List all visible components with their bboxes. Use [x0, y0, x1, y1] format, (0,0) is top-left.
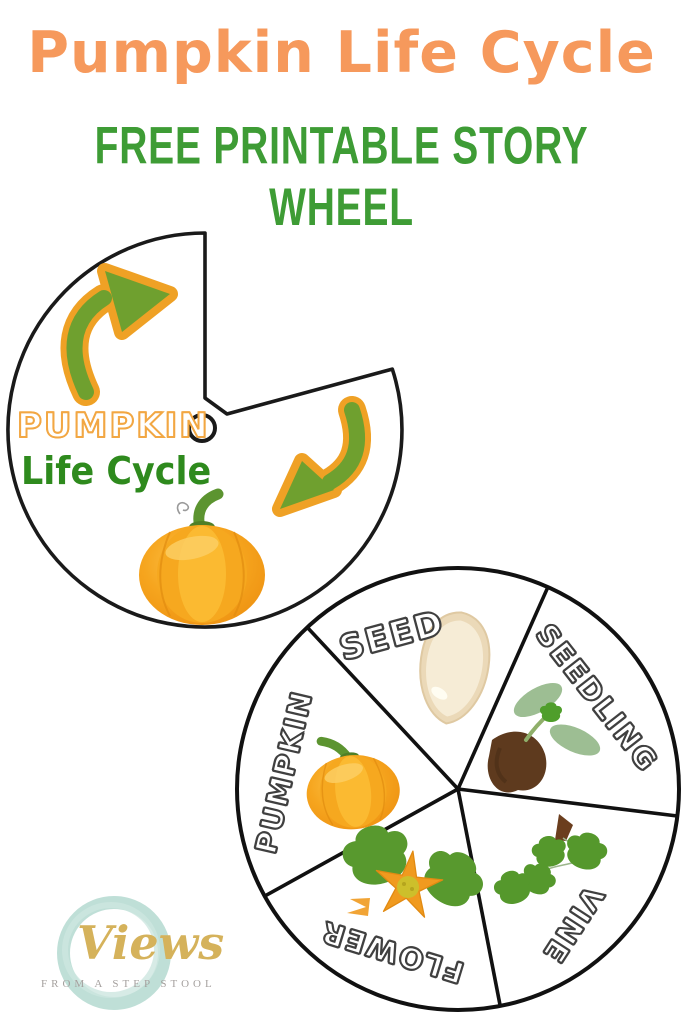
cover-wheel-title-life-cycle: Life Cycle: [21, 449, 212, 493]
watermark-logo: Views FROM A STEP STOOL: [41, 878, 265, 1024]
pumpkin-seed-icon: [419, 611, 491, 725]
watermark-tagline: FROM A STEP STOOL: [41, 978, 216, 990]
seedling-icon: [487, 682, 601, 793]
vine-icon: [490, 814, 612, 909]
watermark-ring-inner-icon: [62, 902, 160, 998]
segment-divider: [456, 788, 503, 1008]
story-wheel: [235, 566, 681, 1012]
curved-arrow-up-icon: [60, 263, 178, 406]
segment-divider: [305, 625, 460, 791]
segment-dividers: [262, 585, 679, 1008]
watermark-name: Views: [77, 916, 225, 970]
segment-divider: [457, 787, 679, 818]
page-title: Pumpkin Life Cycle: [27, 20, 656, 86]
center-hole: [187, 413, 217, 443]
pumpkin-icon: [306, 736, 400, 830]
cover-wheel-title-pumpkin: PUMPKIN: [16, 405, 210, 447]
cover-wheel: [6, 231, 404, 629]
page-subtitle: FREE PRINTABLE STORY WHEEL: [94, 115, 589, 237]
pumpkin-icon: [139, 488, 265, 625]
curved-arrow-down-icon: [272, 396, 372, 517]
pumpkin-flower-icon: [337, 817, 494, 918]
segment-divider: [456, 585, 550, 790]
